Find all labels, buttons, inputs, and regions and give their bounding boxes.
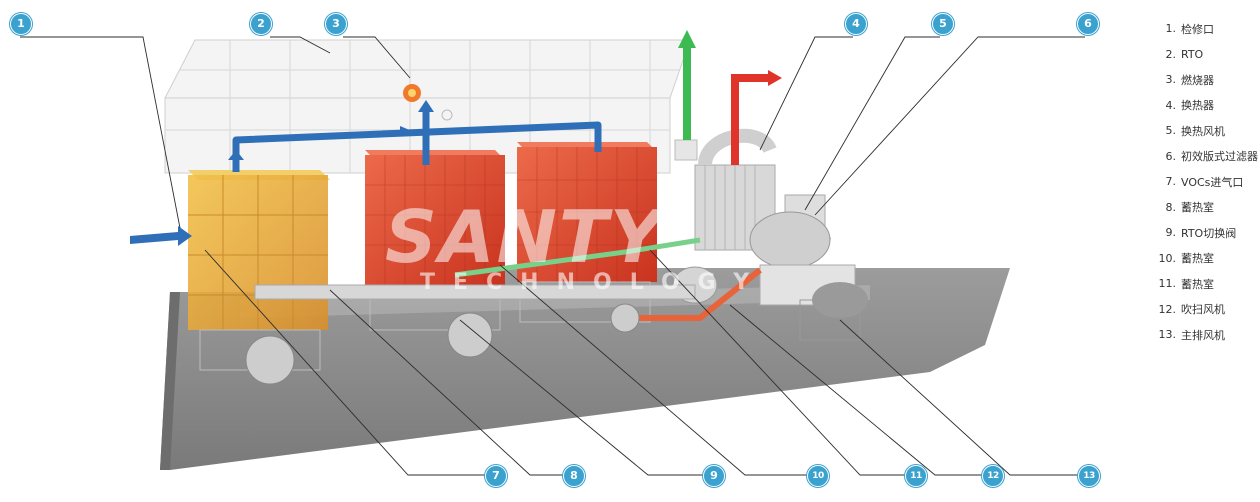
callout-10: 10	[807, 465, 829, 487]
switching-valves	[245, 303, 640, 385]
callout-5: 5	[932, 13, 954, 35]
legend-item: 13. 主排风机	[1150, 322, 1260, 348]
legend-item-label: 吹扫风机	[1181, 303, 1225, 317]
legend-item-label: 主排风机	[1181, 328, 1225, 342]
legend-item: 3. 燃烧器	[1150, 67, 1260, 93]
legend-item: 2. RTO	[1150, 42, 1260, 68]
legend-item-label: 蓄热室	[1181, 201, 1214, 215]
callout-8: 8	[563, 465, 585, 487]
orange-pipe	[630, 267, 762, 321]
legend-item-number: 2.	[1165, 47, 1177, 61]
callout-6: 6	[1077, 13, 1099, 35]
legend-item-number: 12.	[1158, 302, 1177, 316]
legend-item-number: 4.	[1165, 98, 1177, 112]
legend-item-label: 检修口	[1181, 22, 1214, 36]
chamber-red-1	[365, 150, 505, 285]
callout-1: 1	[10, 13, 32, 35]
legend-item: 1. 检修口	[1150, 16, 1260, 42]
legend-item-number: 3.	[1165, 73, 1177, 87]
main-exhaust-fan	[749, 211, 868, 341]
leader-lines	[20, 36, 1086, 476]
callout-9: 9	[703, 465, 725, 487]
callout-3: 3	[325, 13, 347, 35]
legend-item: 4. 换热器	[1150, 93, 1260, 119]
callout-12: 12	[982, 465, 1004, 487]
legend-item: 6. 初效版式过滤器	[1150, 144, 1260, 170]
legend-item: 5. 换热风机	[1150, 118, 1260, 144]
legend-item-number: 5.	[1165, 124, 1177, 138]
burner	[403, 84, 453, 121]
legend-item-label: 初效版式过滤器	[1181, 150, 1258, 164]
legend-item-label: 燃烧器	[1181, 73, 1214, 87]
legend-item: 12. 吹扫风机	[1150, 297, 1260, 323]
legend-item-label: 蓄热室	[1181, 252, 1214, 266]
brand-watermark-sub: TECHNOLOGY	[420, 270, 768, 295]
legend-item-number: 1.	[1165, 22, 1177, 36]
legend-item-number: 13.	[1158, 328, 1177, 342]
chamber-yellow	[188, 170, 330, 330]
legend-item-number: 9.	[1165, 226, 1177, 240]
callout-13: 13	[1078, 465, 1100, 487]
callout-11: 11	[905, 465, 927, 487]
legend-item: 11. 蓄热室	[1150, 271, 1260, 297]
green-exhaust-arrow	[678, 30, 696, 140]
legend-item-number: 6.	[1165, 149, 1177, 163]
legend-item-label: 换热风机	[1181, 124, 1225, 138]
green-purge-pipe	[454, 237, 701, 278]
legend-item: 10. 蓄热室	[1150, 246, 1260, 272]
legend-item: 8. 蓄热室	[1150, 195, 1260, 221]
legend-item-number: 10.	[1158, 251, 1177, 265]
blue-arrows	[130, 100, 434, 246]
legend-item: 7. VOCs进气口	[1150, 169, 1260, 195]
legend-item-label: VOCs进气口	[1181, 175, 1244, 189]
legend-item: 9. RTO切换阀	[1150, 220, 1260, 246]
legend-item-label: 蓄热室	[1181, 277, 1214, 291]
legend-item-number: 8.	[1165, 200, 1177, 214]
callout-2: 2	[250, 13, 272, 35]
callout-7: 7	[485, 465, 507, 487]
legend-item-number: 7.	[1165, 175, 1177, 189]
callout-4: 4	[845, 13, 867, 35]
legend-item-label: RTO	[1181, 47, 1204, 61]
legend-item-label: RTO切换阀	[1181, 226, 1237, 240]
bottom-manifold	[254, 284, 696, 300]
red-hot-air-arrow	[731, 70, 782, 165]
component-legend: 1. 检修口 2. RTO 3. 燃烧器 4. 换热器 5. 换热风机 6. 初效版式过滤器…	[1150, 16, 1260, 348]
legend-item-number: 11.	[1158, 277, 1177, 291]
legend-item-label: 换热器	[1181, 99, 1214, 113]
brand-watermark: SANTY	[385, 195, 665, 279]
